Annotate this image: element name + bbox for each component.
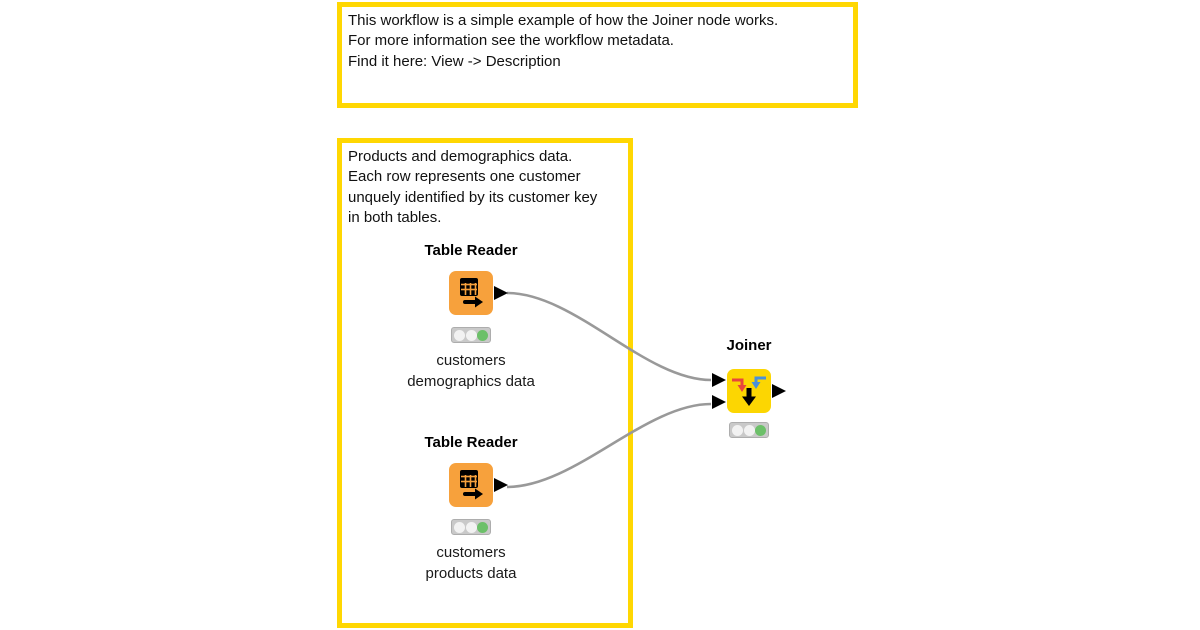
node-label-line: customers bbox=[436, 352, 506, 369]
annotation-line: Each row represents one customer bbox=[348, 168, 581, 186]
annotation-line: unquely identified by its customer key bbox=[348, 188, 598, 206]
annotation-line: in both tables. bbox=[348, 209, 442, 227]
status-traffic-light bbox=[451, 519, 491, 535]
output-port[interactable] bbox=[772, 384, 786, 398]
join-arrows-icon bbox=[732, 376, 766, 406]
table-reader-icon[interactable] bbox=[449, 463, 508, 507]
node-table-reader-bottom[interactable]: Table Reader customers products data bbox=[391, 434, 551, 584]
node-label-line: customers bbox=[436, 544, 506, 561]
status-light-yellow-off bbox=[743, 424, 755, 436]
table-reader-icon[interactable] bbox=[449, 271, 508, 315]
status-traffic-light bbox=[451, 327, 491, 343]
node-title: Joiner bbox=[726, 337, 772, 354]
status-light-red-off bbox=[454, 329, 465, 341]
status-light-red-off bbox=[732, 424, 743, 436]
status-light-green-on bbox=[477, 521, 488, 533]
output-port[interactable] bbox=[494, 478, 508, 492]
annotation-workflow-note[interactable]: This workflow is a simple example of how… bbox=[337, 2, 858, 108]
connection-reader-bottom-to-joiner[interactable] bbox=[506, 402, 712, 489]
table-grid-arrow-icon bbox=[460, 278, 483, 308]
node-label-line: products data bbox=[425, 564, 517, 582]
annotation-line: Products and demographics data. bbox=[348, 148, 573, 165]
status-light-yellow-off bbox=[465, 521, 477, 533]
status-light-green-on bbox=[477, 329, 488, 341]
status-light-red-off bbox=[454, 521, 465, 533]
annotation-line: This workflow is a simple example of how… bbox=[348, 12, 779, 29]
annotation-data-note[interactable]: Products and demographics data. Each row… bbox=[337, 138, 633, 628]
node-title: Table Reader bbox=[424, 242, 518, 259]
input-port-2[interactable] bbox=[712, 395, 726, 409]
annotation-line: For more information see the workflow me… bbox=[348, 32, 674, 50]
node-label: customers demographics data bbox=[407, 351, 535, 392]
status-light-yellow-off bbox=[465, 329, 477, 341]
annotation-line: Find it here: View -> Description bbox=[348, 52, 561, 70]
table-grid-arrow-icon bbox=[460, 470, 483, 500]
output-port[interactable] bbox=[494, 286, 508, 300]
connection-reader-top-to-joiner[interactable] bbox=[506, 291, 712, 382]
node-title: Table Reader bbox=[424, 434, 518, 451]
status-light-green-on bbox=[755, 424, 766, 436]
input-port-1[interactable] bbox=[712, 373, 726, 387]
node-label: customers products data bbox=[426, 543, 517, 584]
node-joiner[interactable]: Joiner bbox=[669, 337, 829, 438]
joiner-icon[interactable] bbox=[712, 369, 786, 413]
node-table-reader-top[interactable]: Table Reader customers demographics data bbox=[391, 242, 551, 392]
node-label-line: demographics data bbox=[407, 372, 535, 390]
status-traffic-light bbox=[729, 422, 769, 438]
